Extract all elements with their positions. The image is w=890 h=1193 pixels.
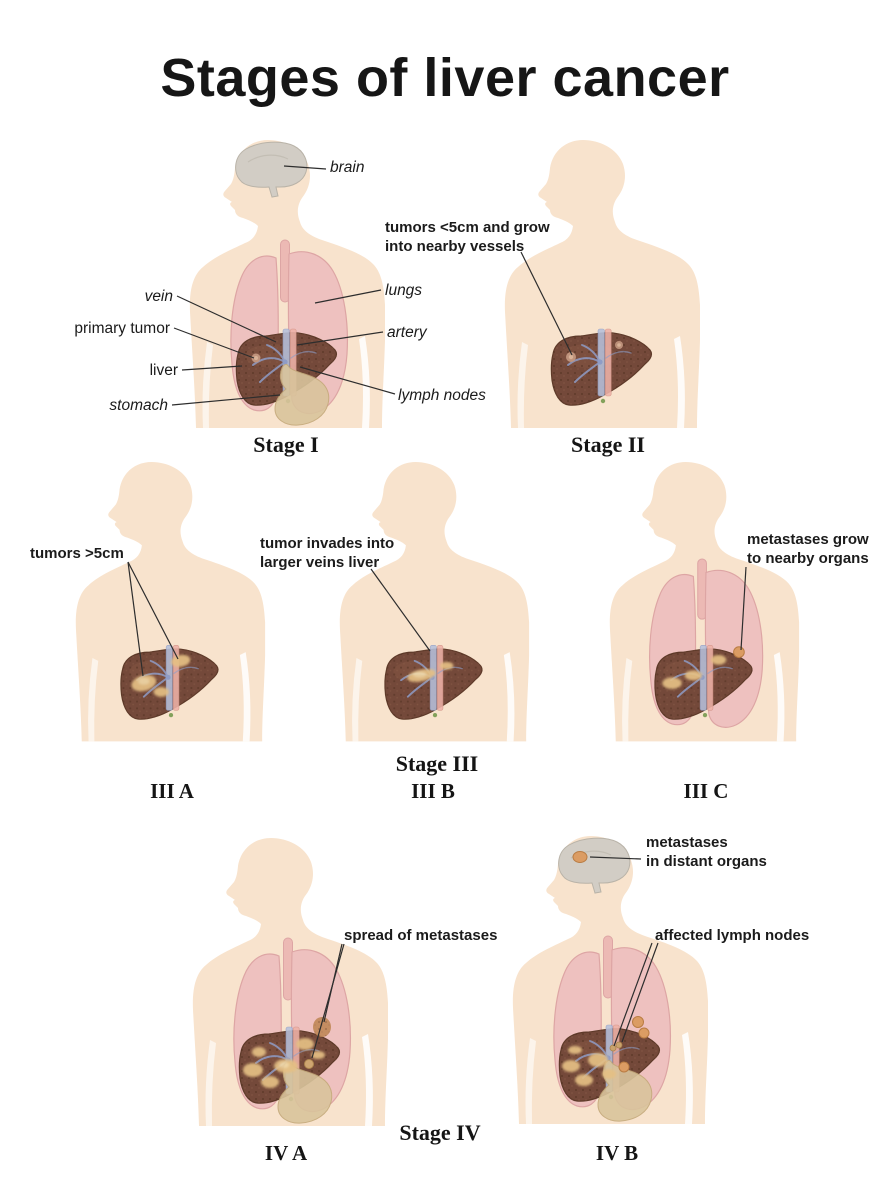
label-stomach: stomach — [109, 397, 168, 414]
leader-brain — [283, 165, 327, 170]
label-primary-tumor: primary tumor — [74, 320, 170, 337]
label-lungs: lungs — [385, 282, 422, 299]
primary-tumor-core — [254, 356, 258, 360]
callout-4b-lymph: affected lymph nodes — [655, 927, 809, 944]
tumors — [562, 1046, 616, 1086]
brain-metastasis — [572, 851, 588, 863]
page-title: Stages of liver cancer — [160, 48, 729, 108]
callout-4b-distant-line2: in distant organs — [646, 853, 767, 870]
figure-stage-2 — [504, 140, 700, 428]
caption-stage-3b: III B — [411, 779, 455, 803]
tumors — [662, 655, 727, 689]
caption-stage-4: Stage IV — [399, 1120, 480, 1145]
leader-4b-lymph-1 — [613, 942, 653, 1047]
leader-stomach — [171, 394, 281, 406]
figure-stage-3b — [339, 462, 530, 742]
armpit-lymph-nodes — [632, 1016, 650, 1039]
caption-stage-4b: IV B — [596, 1141, 638, 1165]
caption-stage-1: Stage I — [253, 432, 318, 457]
tumors — [407, 661, 454, 682]
label-vein: vein — [145, 288, 173, 305]
leader-primary-tumor — [173, 327, 255, 359]
caption-stage-3c: III C — [684, 779, 729, 803]
callout-3c-line2: to nearby organs — [747, 550, 869, 567]
callout-4b-distant-line1: metastases — [646, 834, 728, 851]
stomach-metastasis — [618, 1061, 630, 1073]
leader-4b-lymph-2 — [621, 942, 659, 1043]
leader-stage2-callout — [520, 251, 573, 356]
leader-3b-callout — [370, 568, 431, 652]
tumors — [131, 654, 191, 697]
leader-artery — [296, 331, 384, 346]
tumor-spot-1-core — [568, 354, 574, 360]
callout-4a: spread of metastases — [344, 927, 497, 944]
label-liver: liver — [150, 362, 178, 379]
label-brain: brain — [330, 159, 364, 176]
callout-stage2-line1: tumors <5cm and grow — [385, 219, 550, 236]
figure-stage-1 — [189, 140, 385, 428]
figure-stage-4a — [192, 838, 388, 1126]
leader-4b-brain — [589, 856, 642, 860]
stomach-metastasis — [304, 1059, 314, 1069]
figure-stage-3a — [75, 462, 266, 742]
callout-3b-line2: larger veins liver — [260, 554, 379, 571]
callout-stage2-line2: into nearby vessels — [385, 238, 524, 255]
leader-3a-tumor-1 — [127, 561, 144, 677]
caption-stage-3a: III A — [150, 779, 195, 803]
leader-vein — [176, 295, 277, 343]
leader-lines — [127, 165, 747, 1059]
figure-stage-3c — [609, 462, 800, 742]
leader-liver — [181, 365, 243, 371]
leader-3a-tumor-2 — [127, 561, 179, 660]
caption-stage-3: Stage III — [396, 751, 479, 776]
callout-3c-line1: metastases grow — [747, 531, 869, 548]
label-artery: artery — [387, 324, 428, 341]
callout-3a: tumors >5cm — [30, 545, 124, 562]
leader-3c-callout — [740, 566, 747, 651]
tumors — [243, 1038, 325, 1088]
tumor-spot-2-core — [617, 343, 621, 347]
lung-metastasis-patch — [313, 1017, 331, 1037]
caption-stage-4a: IV A — [265, 1141, 308, 1165]
label-lymph-nodes: lymph nodes — [398, 387, 486, 404]
caption-stage-2: Stage II — [571, 432, 645, 457]
hilar-lymph-nodes — [609, 1041, 623, 1052]
figure-stage-4b — [512, 836, 708, 1124]
leader-4a-stomach — [311, 943, 345, 1059]
leader-lungs — [314, 289, 382, 304]
leader-lymph-nodes — [299, 366, 396, 395]
callout-3b-line1: tumor invades into — [260, 535, 394, 552]
nearby-organ-metastasis — [733, 646, 745, 658]
